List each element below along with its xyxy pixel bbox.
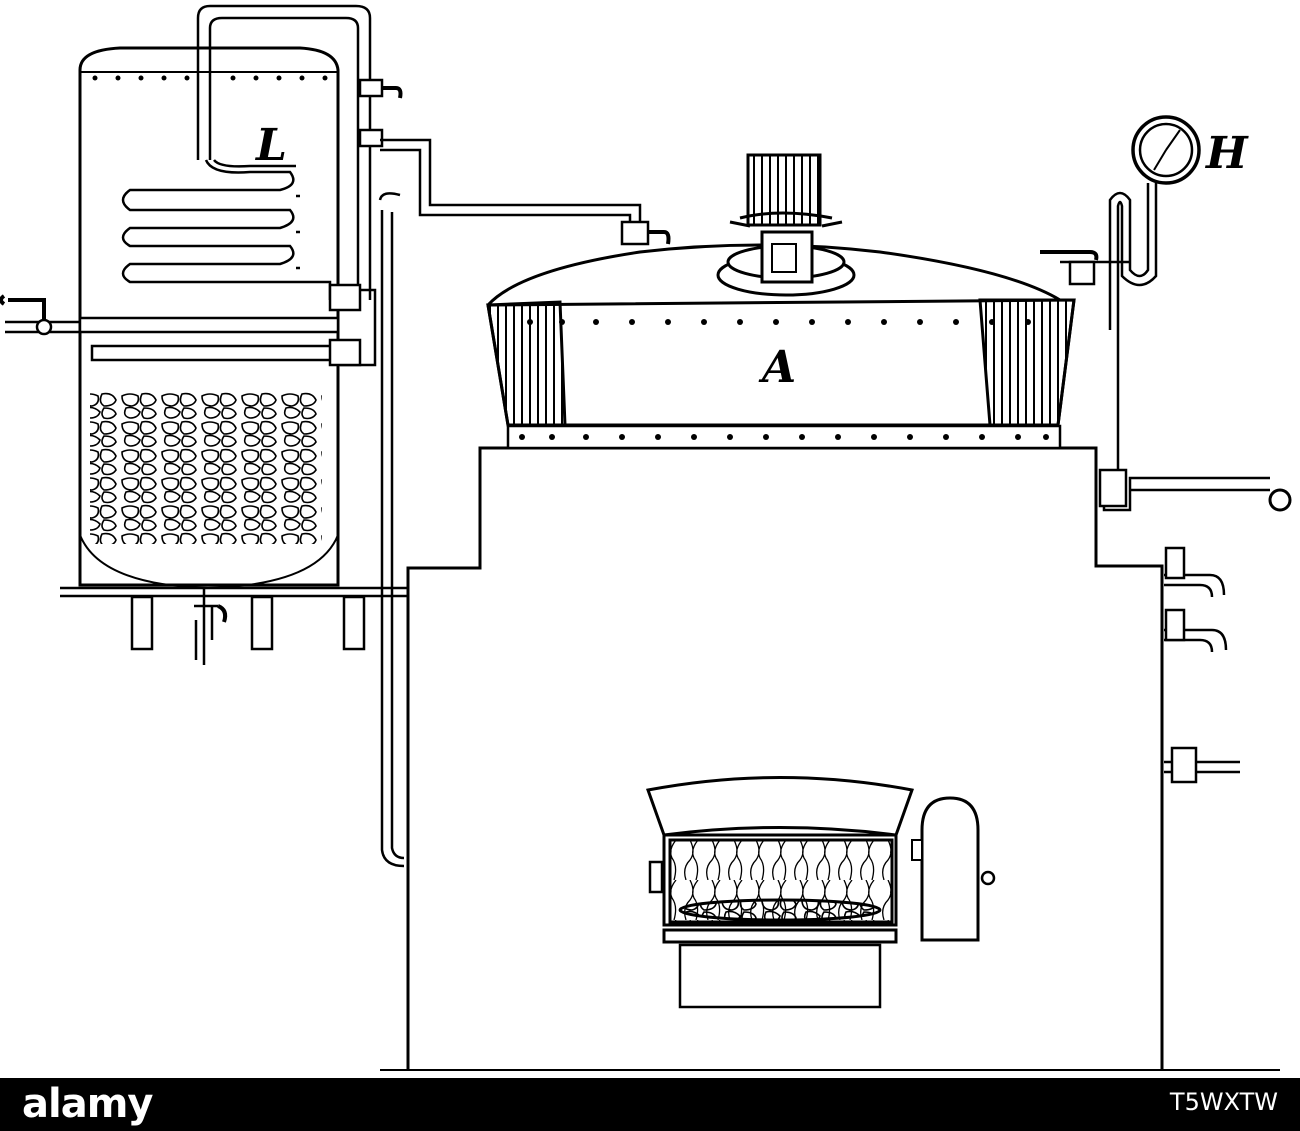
drain-tap xyxy=(194,588,228,665)
label-h: H xyxy=(1204,128,1249,179)
vessel-l xyxy=(60,46,410,598)
watermark-image-id: T5WXTW xyxy=(1169,1088,1278,1116)
pressure-gauge xyxy=(1040,115,1201,470)
fire-door xyxy=(645,776,996,1009)
side-valve-left xyxy=(0,294,80,336)
label-a: A xyxy=(758,342,796,393)
manhole-and-stack xyxy=(716,153,856,297)
label-l: L xyxy=(254,120,287,171)
vessel-l-legs xyxy=(130,595,366,651)
watermark-logo: alamy xyxy=(22,1081,153,1127)
connecting-pipe xyxy=(380,138,671,246)
vessel-l-rivets xyxy=(92,75,328,81)
down-pipe xyxy=(328,192,405,868)
kettle-rivets xyxy=(519,319,1049,440)
watermark-bar: alamy T5WXTW xyxy=(0,1078,1300,1131)
top-pipe xyxy=(196,4,403,300)
side-cocks-right xyxy=(1098,468,1292,784)
